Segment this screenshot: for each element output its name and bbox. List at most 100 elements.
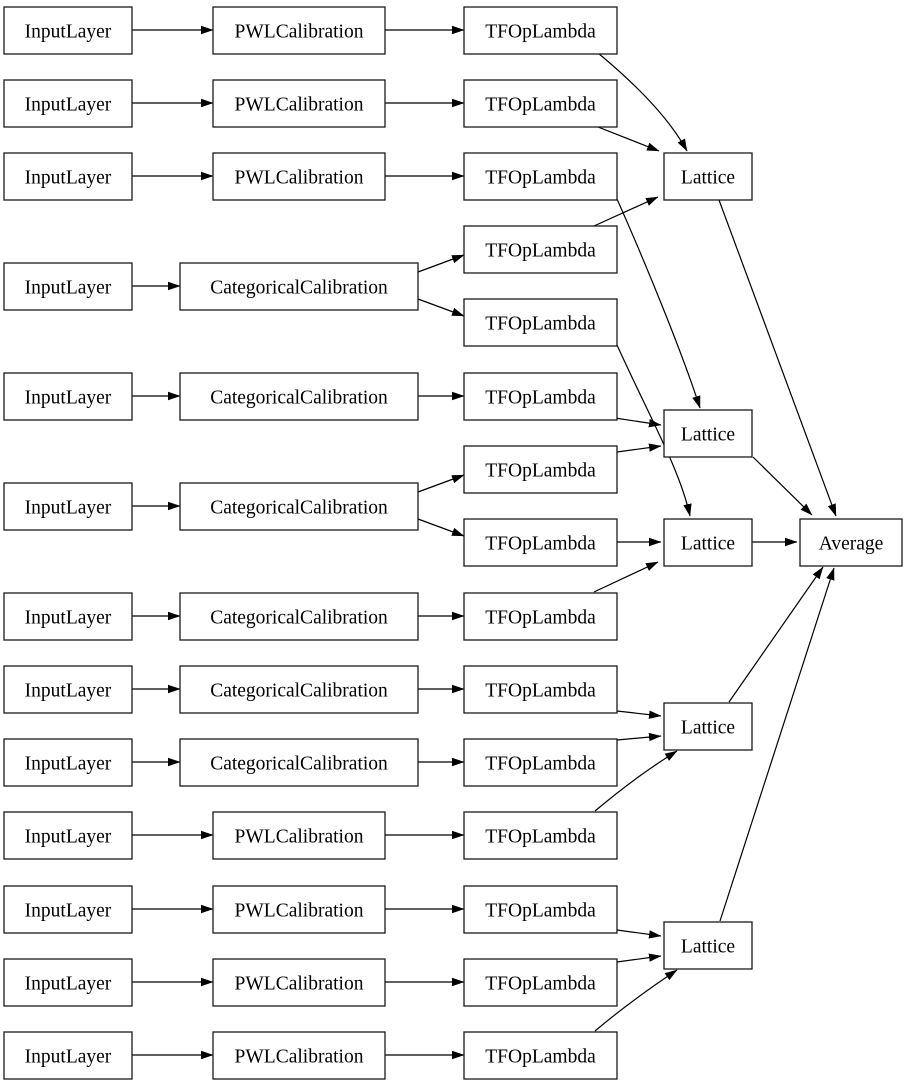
node-tf1: TFOpLambda [463,6,618,55]
node-tf3: TFOpLambda [463,152,618,201]
edge-tf13-lat5 [616,929,662,939]
node-tf4-box [463,225,618,274]
edge-tf2-lat1 [597,126,660,152]
node-il7-label: InputLayer [25,607,112,628]
node-tf9-box [463,592,618,641]
node-tf8: TFOpLambda [463,518,618,567]
node-il2: InputLayer [3,79,133,128]
node-tf13: TFOpLambda [463,885,618,934]
node-il13-box [3,1031,133,1080]
node-tf12-box [463,811,618,860]
node-tf5-label: TFOpLambda [485,313,596,334]
node-tf10-label: TFOpLambda [485,680,596,701]
edge-tf1-lat1 [597,52,688,152]
node-tf14: TFOpLambda [463,958,618,1007]
node-cal11-box [212,885,386,934]
node-tf9: TFOpLambda [463,592,618,641]
edge-tf6-lat2 [614,417,662,428]
node-lat1-label: Lattice [681,167,735,188]
edge-cal6-tf7 [417,474,465,493]
node-cal6: CategoricalCalibration [179,482,419,531]
node-cal5-box [179,372,419,421]
edge-cal6-tf8 [417,518,465,537]
node-cal7-box [179,592,419,641]
node-tf12-label: TFOpLambda [485,826,596,847]
node-il1-label: InputLayer [25,21,112,42]
node-lat5-label: Lattice [681,936,735,957]
edge-tf7-lat2 [616,443,662,453]
node-tf6-label: TFOpLambda [485,387,596,408]
node-il5: InputLayer [3,372,133,421]
edge-tf5-lat3 [616,344,692,517]
node-il1: InputLayer [3,6,133,55]
node-tf11: TFOpLambda [463,738,618,787]
node-cal4: CategoricalCalibration [179,262,419,311]
node-tf10: TFOpLambda [463,665,618,714]
node-cal3-box [212,152,386,201]
node-tf11-label: TFOpLambda [485,753,596,774]
node-il5-label: InputLayer [25,387,112,408]
node-cal4-box [179,262,419,311]
edge-tf12-lat4 [594,750,678,812]
node-tf9-label: TFOpLambda [485,607,596,628]
node-cal10-label: PWLCalibration [235,826,364,847]
node-cal12-label: PWLCalibration [235,973,364,994]
node-cal3-label: PWLCalibration [235,167,364,188]
node-il3-label: InputLayer [25,167,112,188]
node-lat3-box [663,518,753,567]
node-tf1-label: TFOpLambda [485,21,596,42]
node-cal1: PWLCalibration [212,6,386,55]
node-cal13: PWLCalibration [212,1031,386,1080]
node-il13-label: InputLayer [25,1046,112,1067]
node-cal5: CategoricalCalibration [179,372,419,421]
node-cal9-label: CategoricalCalibration [210,753,388,774]
node-lat1: Lattice [663,152,753,201]
node-lat4: Lattice [663,702,753,751]
node-cal1-box [212,6,386,55]
node-tf6-box [463,372,618,421]
node-tf8-box [463,518,618,567]
node-tf14-label: TFOpLambda [485,973,596,994]
node-tf5-box [463,298,618,347]
node-tf7: TFOpLambda [463,445,618,494]
node-il10-box [3,811,133,860]
node-il4-label: InputLayer [25,277,112,298]
node-cal13-label: PWLCalibration [235,1046,364,1067]
edge-lat4-avg [728,566,824,703]
node-lat5-box [663,921,753,970]
node-il12-label: InputLayer [25,973,112,994]
node-cal2-label: PWLCalibration [235,94,364,115]
node-cal12-box [212,958,386,1007]
node-il4: InputLayer [3,262,133,311]
node-tf1-box [463,6,618,55]
node-cal11: PWLCalibration [212,885,386,934]
node-il10-label: InputLayer [25,826,112,847]
node-il2-box [3,79,133,128]
node-cal6-box [179,482,419,531]
edge-tf15-lat5 [594,969,678,1032]
node-tf4-label: TFOpLambda [485,240,596,261]
node-tf2-label: TFOpLambda [485,94,596,115]
node-cal2: PWLCalibration [212,79,386,128]
edge-tf10-lat4 [616,710,662,719]
node-cal3: PWLCalibration [212,152,386,201]
node-cal10-box [212,811,386,860]
node-lat3-label: Lattice [681,533,735,554]
node-cal6-label: CategoricalCalibration [210,497,388,518]
edge-tf11-lat4 [616,732,662,742]
node-cal11-label: PWLCalibration [235,900,364,921]
node-tf6: TFOpLambda [463,372,618,421]
node-tf13-box [463,885,618,934]
node-il6: InputLayer [3,482,133,531]
node-tf7-label: TFOpLambda [485,460,596,481]
node-tf11-box [463,738,618,787]
node-tf2: TFOpLambda [463,79,618,128]
node-avg-label: Average [819,533,884,554]
node-cal2-box [212,79,386,128]
node-il9: InputLayer [3,738,133,787]
node-lat2: Lattice [663,409,753,458]
node-il7-box [3,592,133,641]
node-il5-box [3,372,133,421]
node-il9-label: InputLayer [25,753,112,774]
